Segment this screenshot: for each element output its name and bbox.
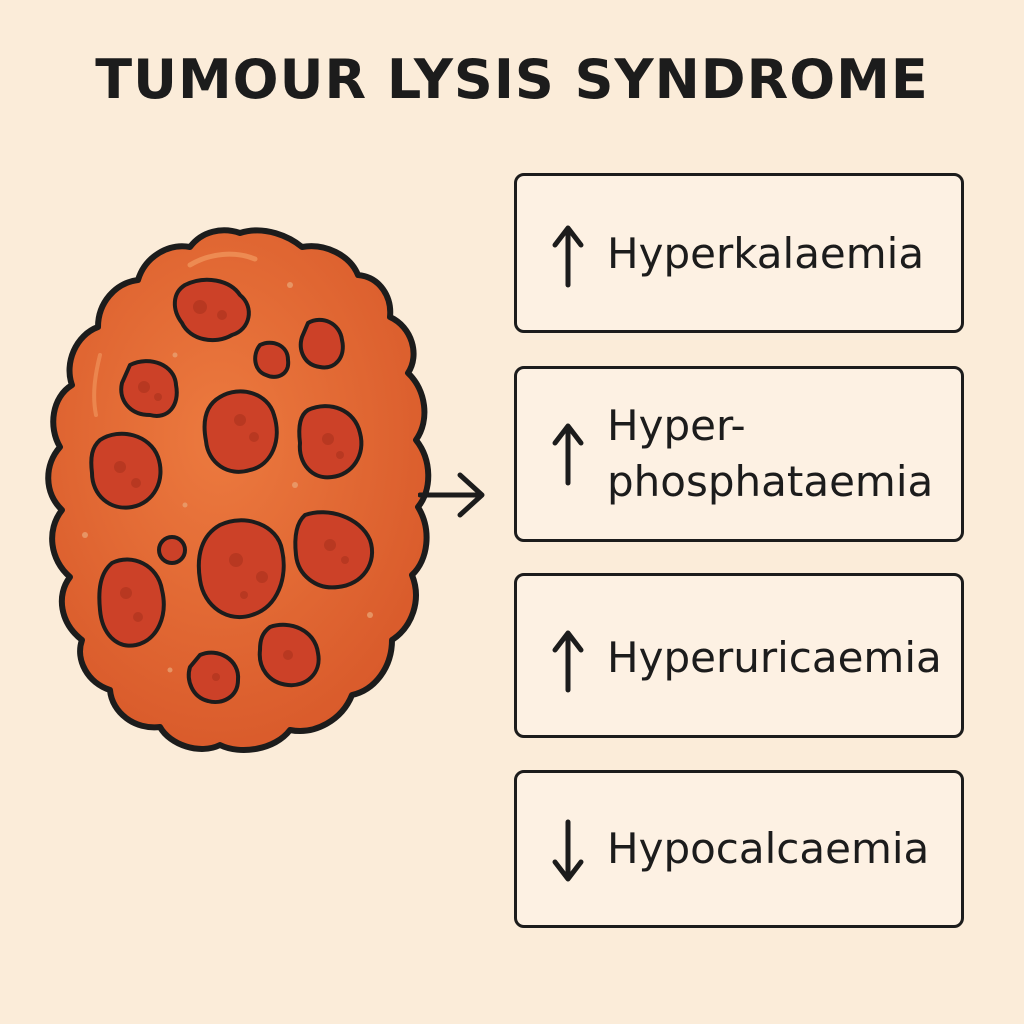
effect-label: Hyperkalaemia [607,229,925,278]
nodule [89,431,163,510]
nodule [196,518,286,620]
effect-box-hyperkalaemia: Hyperkalaemia [514,173,964,333]
up-arrow-icon [552,630,584,693]
effect-box-hypocalcaemia: Hypocalcaemia [514,770,964,928]
nodule [97,557,166,648]
effect-label: Hypocalcaemia [607,824,930,873]
nodule [253,340,291,379]
tumour-illustration [45,227,432,753]
effect-box-hyperphosphataemia: Hyper- phosphataemia [514,366,964,542]
diagram-title: TUMOUR LYSIS SYNDROME [95,48,929,111]
right-arrow-icon [418,472,485,518]
nodule [157,535,187,565]
nodule [293,510,374,590]
effect-label: Hyper- phosphataemia [607,401,934,506]
up-arrow-icon [552,423,584,486]
up-arrow-icon [552,225,584,288]
effect-label: Hyperuricaemia [607,633,942,682]
nodule [298,317,345,370]
nodule [172,277,251,343]
effect-box-hyperuricaemia: Hyperuricaemia [514,573,964,738]
nodule [202,389,279,474]
down-arrow-icon [552,819,584,882]
